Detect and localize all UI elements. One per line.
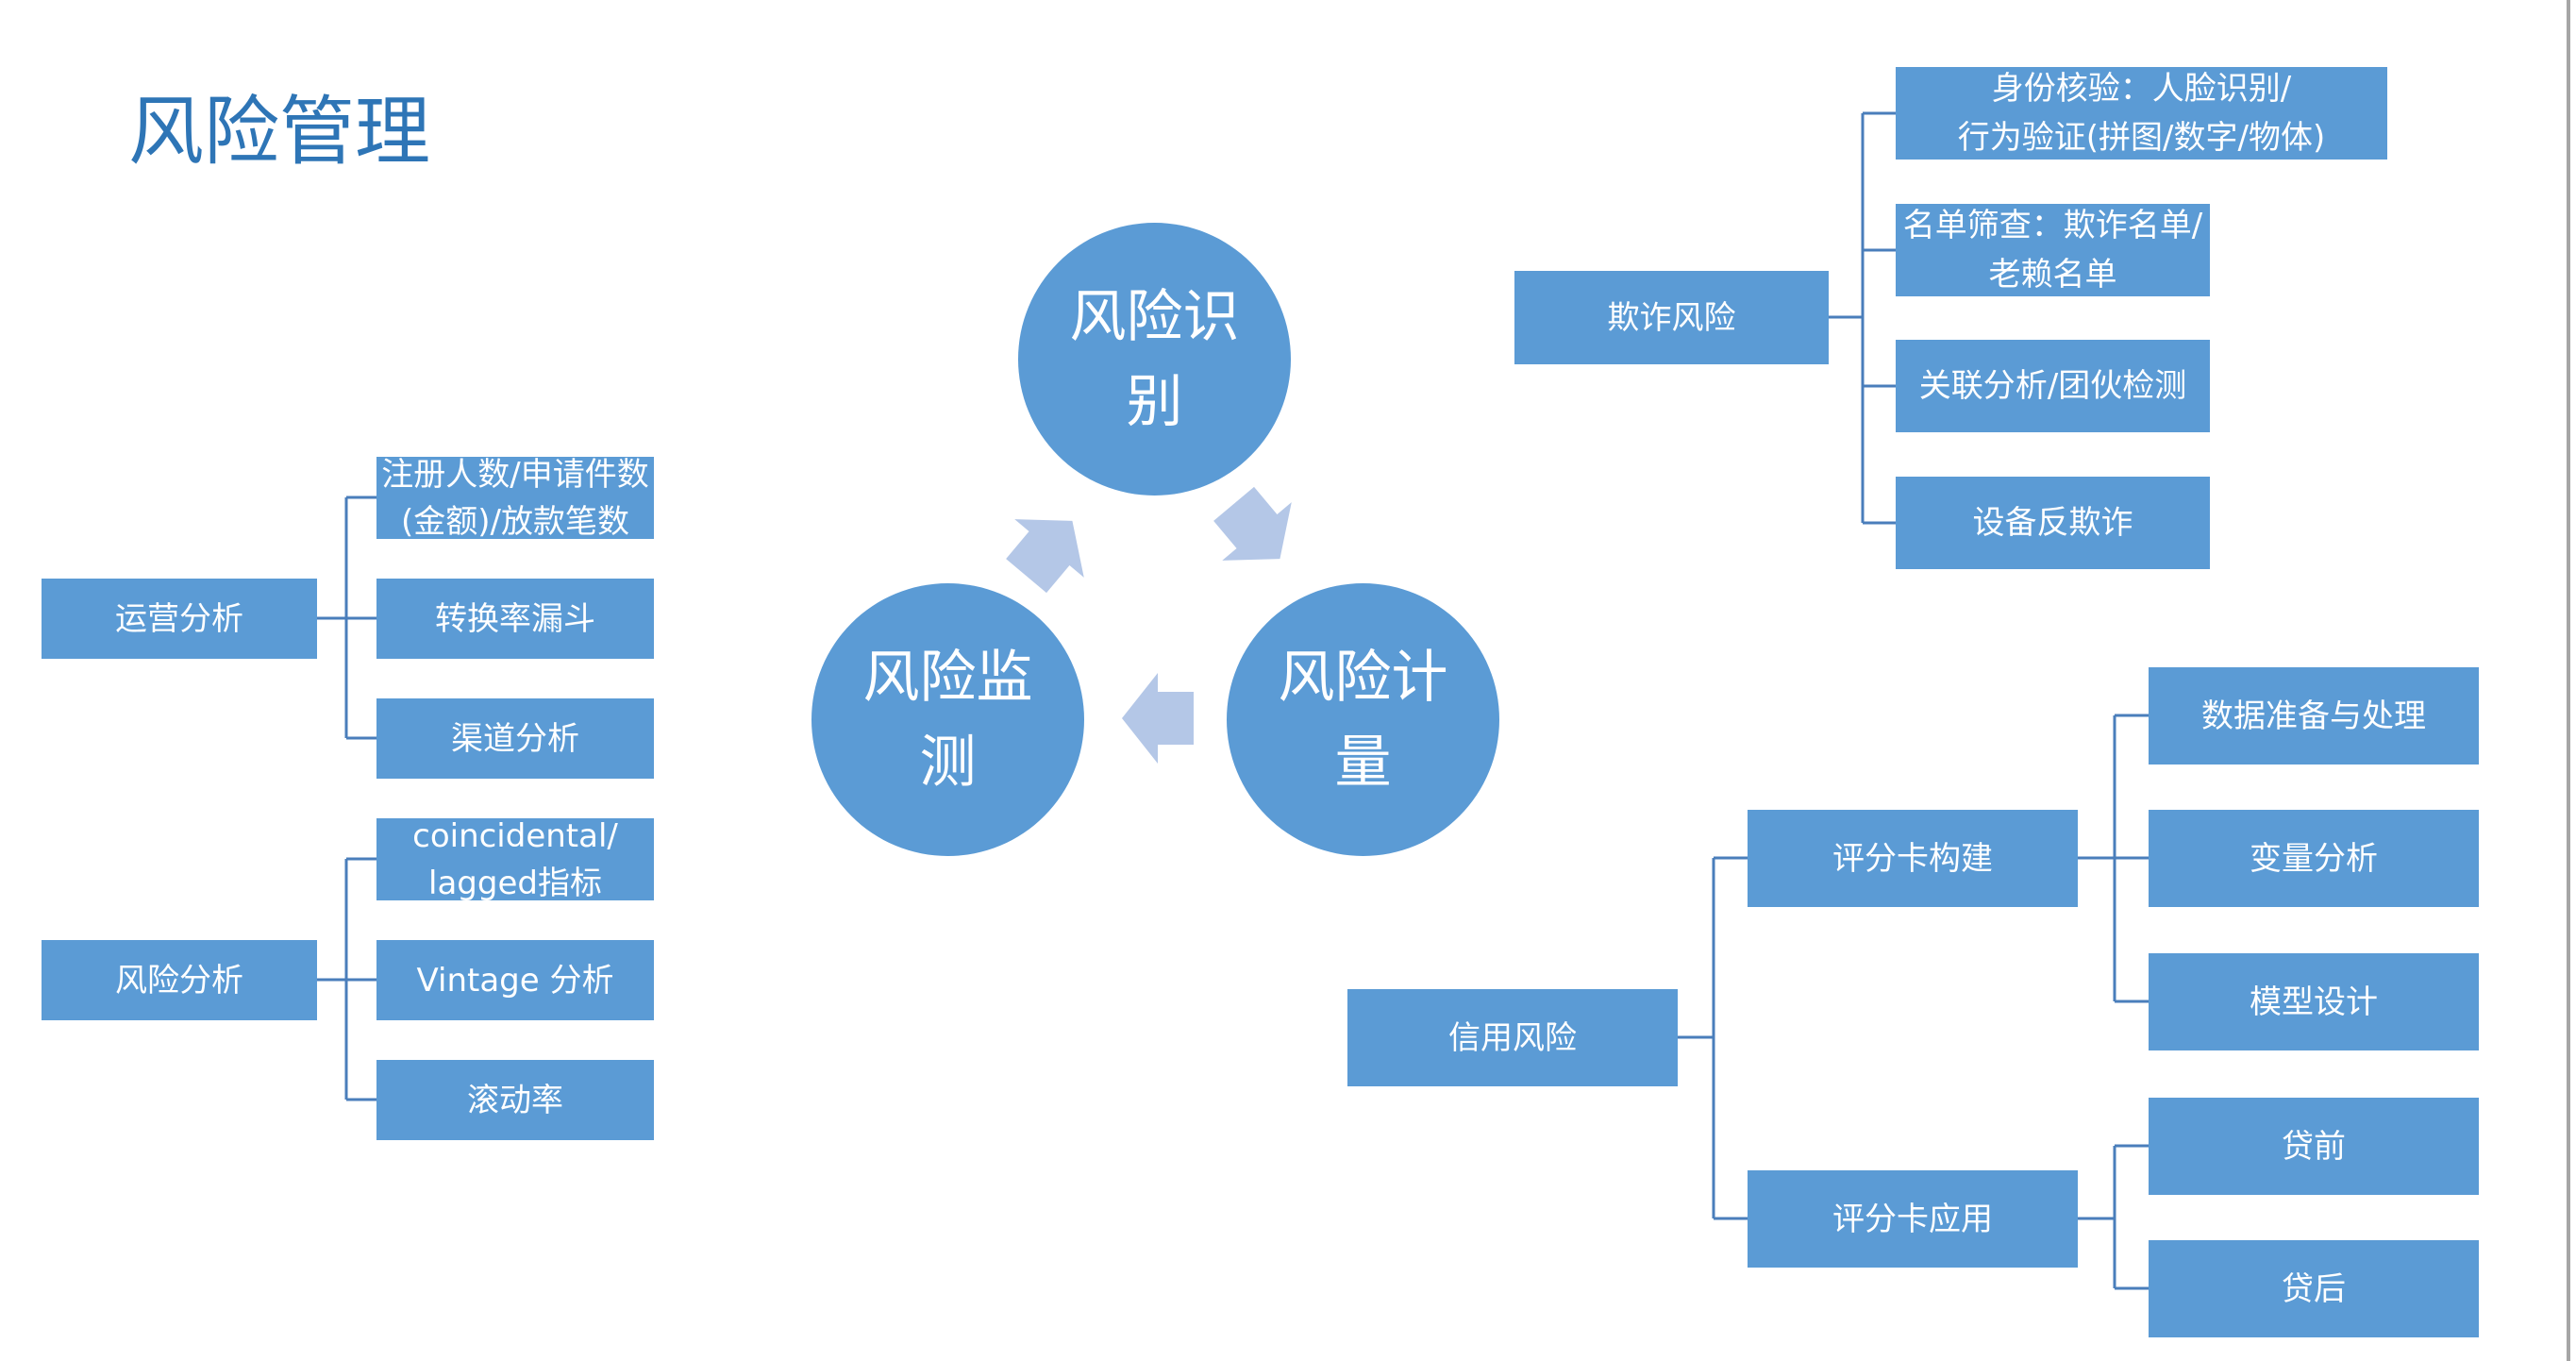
node-label: 评分卡应用 (1832, 1200, 1993, 1238)
node-fraud-risk: 欺诈风险 (1514, 271, 1829, 364)
node-risk-analysis: 风险分析 (42, 940, 317, 1020)
node-device-antifraud: 设备反欺诈 (1896, 477, 2210, 569)
page-title: 风险管理 (128, 88, 430, 176)
node-label: 变量分析 (2250, 839, 2378, 878)
node-label-line: 行为验证(拼图/数字/物体) (1957, 119, 2326, 157)
node-label-line: 名单筛查：欺诈名单/ (1902, 207, 2203, 244)
node-scorecard-apply: 评分卡应用 (1748, 1170, 2078, 1268)
node-label: 欺诈风险 (1607, 298, 1736, 337)
node-label: 数据准备与处理 (2201, 697, 2426, 735)
circle-label: 风险计量 (1278, 644, 1448, 796)
connector-scorecard-build (2078, 714, 2149, 1003)
node-label-line: lagged指标 (428, 864, 602, 902)
node-label: 转换率漏斗 (435, 599, 595, 638)
connector-fraud-risk (1829, 111, 1896, 525)
node-vintage-analysis: Vintage 分析 (376, 940, 654, 1020)
node-credit-risk: 信用风险 (1347, 989, 1678, 1086)
node-coincidental-lagged: coincidental/ lagged指标 (376, 817, 654, 902)
arrow-measure-to-monitor (1122, 673, 1194, 764)
node-link-analysis: 关联分析/团伙检测 (1896, 340, 2210, 432)
connector-operations (317, 496, 376, 740)
node-label: Vintage 分析 (416, 961, 614, 1000)
node-label: 风险分析 (115, 961, 243, 1000)
node-data-preparation: 数据准备与处理 (2149, 667, 2479, 765)
node-identity-verification: 身份核验：人脸识别/ 行为验证(拼图/数字/物体) (1896, 67, 2387, 160)
node-roll-rate: 滚动率 (376, 1060, 654, 1140)
node-pre-loan: 贷前 (2149, 1098, 2479, 1195)
arrow-monitor-to-identify (1006, 519, 1084, 594)
node-registration-counts: 注册人数/申请件数 (金额)/放款笔数 (376, 456, 654, 541)
node-label: 设备反欺诈 (1972, 504, 2133, 542)
node-variable-analysis: 变量分析 (2149, 810, 2479, 907)
circle-label: 风险监测 (862, 644, 1033, 796)
node-label: 贷后 (2282, 1269, 2346, 1308)
node-post-loan: 贷后 (2149, 1240, 2479, 1337)
connector-credit-risk (1678, 856, 1748, 1220)
slide-edge-line (2567, 0, 2570, 1361)
node-label: 滚动率 (467, 1081, 563, 1119)
node-list-screening: 名单筛查：欺诈名单/ 老赖名单 (1896, 204, 2210, 296)
node-label-line: 身份核验：人脸识别/ (1991, 70, 2292, 108)
node-label-line: coincidental/ (412, 816, 618, 855)
node-label: 评分卡构建 (1832, 839, 1993, 878)
node-scorecard-build: 评分卡构建 (1748, 810, 2078, 907)
connector-risk-analysis (317, 857, 376, 1101)
node-label-line: (金额)/放款笔数 (401, 502, 629, 541)
node-label: 渠道分析 (451, 719, 579, 758)
circle-risk-measurement: 风险计量 (1227, 583, 1499, 856)
node-model-design: 模型设计 (2149, 953, 2479, 1050)
node-operations-analysis: 运营分析 (42, 579, 317, 659)
node-channel-analysis: 渠道分析 (376, 698, 654, 779)
circle-risk-monitoring: 风险监测 (811, 583, 1084, 856)
node-label: 运营分析 (115, 599, 243, 638)
node-label: 贷前 (2282, 1127, 2346, 1166)
circle-risk-identification: 风险识别 (1018, 223, 1291, 496)
node-label: 模型设计 (2250, 983, 2378, 1021)
node-label: 关联分析/团伙检测 (1918, 367, 2187, 405)
circle-label: 风险识别 (1069, 283, 1240, 435)
connector-scorecard-apply (2078, 1144, 2149, 1290)
node-label: 信用风险 (1448, 1018, 1577, 1057)
node-conversion-funnel: 转换率漏斗 (376, 579, 654, 659)
arrow-identify-to-measure (1213, 486, 1292, 561)
node-label-line: 老赖名单 (1988, 256, 2117, 294)
node-label-line: 注册人数/申请件数 (381, 455, 649, 494)
